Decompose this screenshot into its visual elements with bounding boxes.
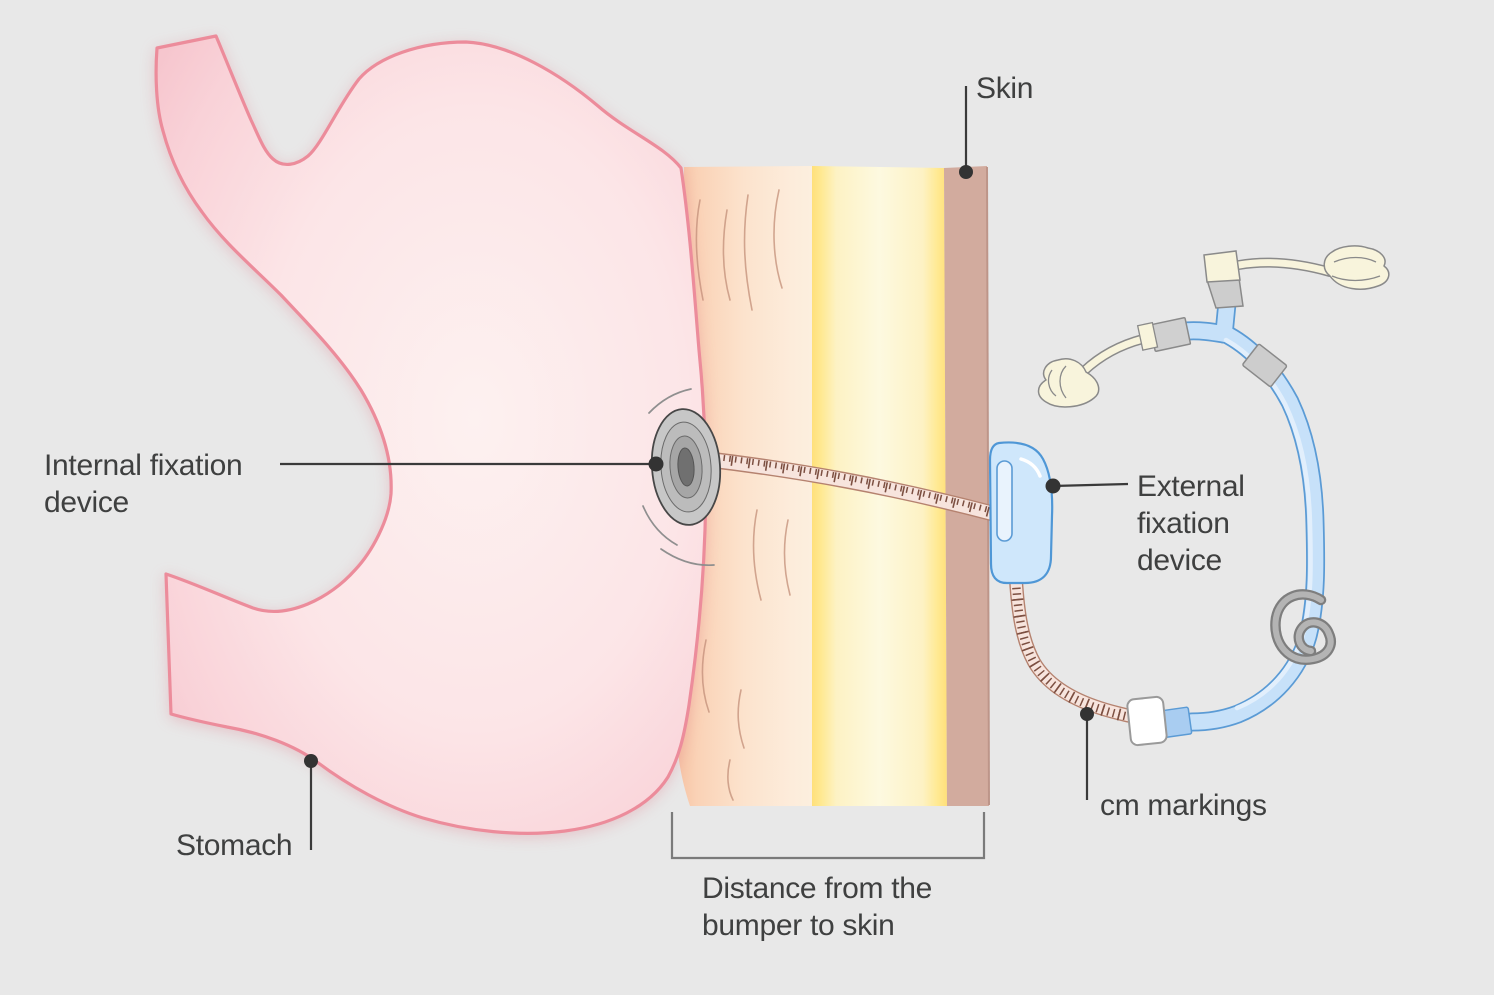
external-fixation-leader-line: [1052, 482, 1129, 488]
pinch-clamp-body: [1272, 591, 1334, 663]
stomach-label: Stomach: [176, 829, 293, 862]
external-fixation-leader-dot: [1045, 478, 1061, 494]
internal-fixation-leader-dot: [648, 456, 664, 472]
distance-bracket-label: Distance from the bumper to skin: [702, 872, 932, 942]
tube-connector: [1126, 695, 1193, 747]
blue-tube-fills: [1178, 295, 1324, 730]
cm-markings-leader-dot: [1080, 707, 1094, 721]
tube-slide-ring: [1242, 343, 1288, 388]
internal-fixation-device: [650, 408, 722, 526]
bumper-core: [677, 447, 695, 487]
connector-body: [1126, 695, 1168, 747]
cm-tube-ticks-short: [1011, 581, 1131, 722]
internal-fixation-label: Internal fixation device: [44, 449, 243, 519]
stomach-shape: [154, 34, 708, 835]
bumper-pressure-arcs: [642, 388, 715, 567]
abdominal-wall-layers: [676, 166, 990, 806]
annotation-dots: [304, 165, 1094, 768]
external-cm-tube: [1009, 579, 1132, 723]
muscle-layer: [676, 166, 812, 806]
side-port-assembly: [1037, 316, 1192, 408]
extension-tube-set: [1176, 293, 1326, 732]
stomach-leader-dot: [304, 754, 318, 768]
skin-outer-edge: [986, 166, 990, 806]
cm-markings-label: cm markings: [1100, 789, 1267, 822]
external-device-highlight: [1019, 457, 1042, 478]
skin-leader-dot: [959, 165, 973, 179]
distance-bracket: [670, 812, 986, 860]
external-fixation-device: [988, 441, 1054, 585]
external-fixation-label: External fixation device: [1137, 470, 1245, 577]
skin-layer: [944, 166, 989, 806]
skin-label: Skin: [976, 72, 1034, 105]
muscle-striations: [695, 189, 791, 801]
external-device-slot: [996, 460, 1013, 542]
side-port-stopper: [1037, 358, 1100, 408]
top-port-cap: [1203, 250, 1241, 283]
pinch-clamp: [1270, 589, 1336, 665]
top-port-assembly: [1203, 245, 1390, 309]
side-port-cap: [1136, 321, 1159, 351]
tube-cm-ticks-short: [711, 453, 992, 514]
annotations: [280, 86, 1129, 860]
